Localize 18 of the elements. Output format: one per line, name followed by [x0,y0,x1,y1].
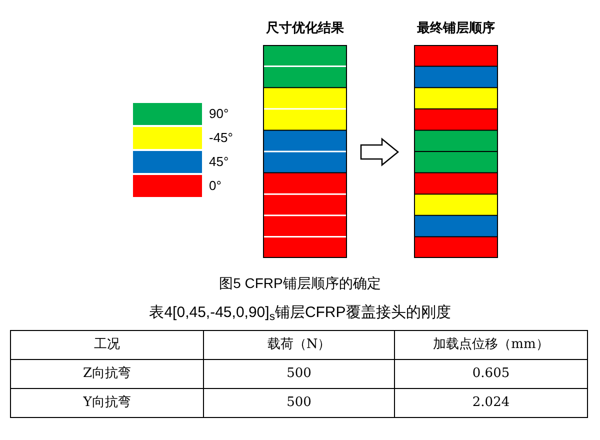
table-cell: Y向抗弯 [10,388,204,418]
table-cell: 2.024 [394,388,588,418]
table-cell: 500 [204,360,394,388]
stack-heading: 尺寸优化结果 [266,19,344,37]
stack-heading: 最终铺层顺序 [417,19,495,37]
hollow-arrow [360,138,400,166]
table-cell: 加载点位移（mm） [394,330,588,360]
table-cell: 500 [204,388,394,418]
table-cell: Z向抗弯 [10,360,204,388]
figure-caption: 图5 CFRP铺层顺序的确定 [219,274,381,293]
legend-label: -45° [209,129,233,148]
legend-label: 90° [209,105,229,124]
table-cell: 载荷（N） [204,330,394,360]
table-title: 表4[0,45,-45,0,90]$_{s}$铺层CFRP覆盖接头的刚度 [149,303,451,324]
table-cell: 工况 [10,330,204,360]
legend-label: 45° [209,153,229,172]
legend-label: 0° [209,177,222,196]
table-cell: 0.605 [394,360,588,388]
